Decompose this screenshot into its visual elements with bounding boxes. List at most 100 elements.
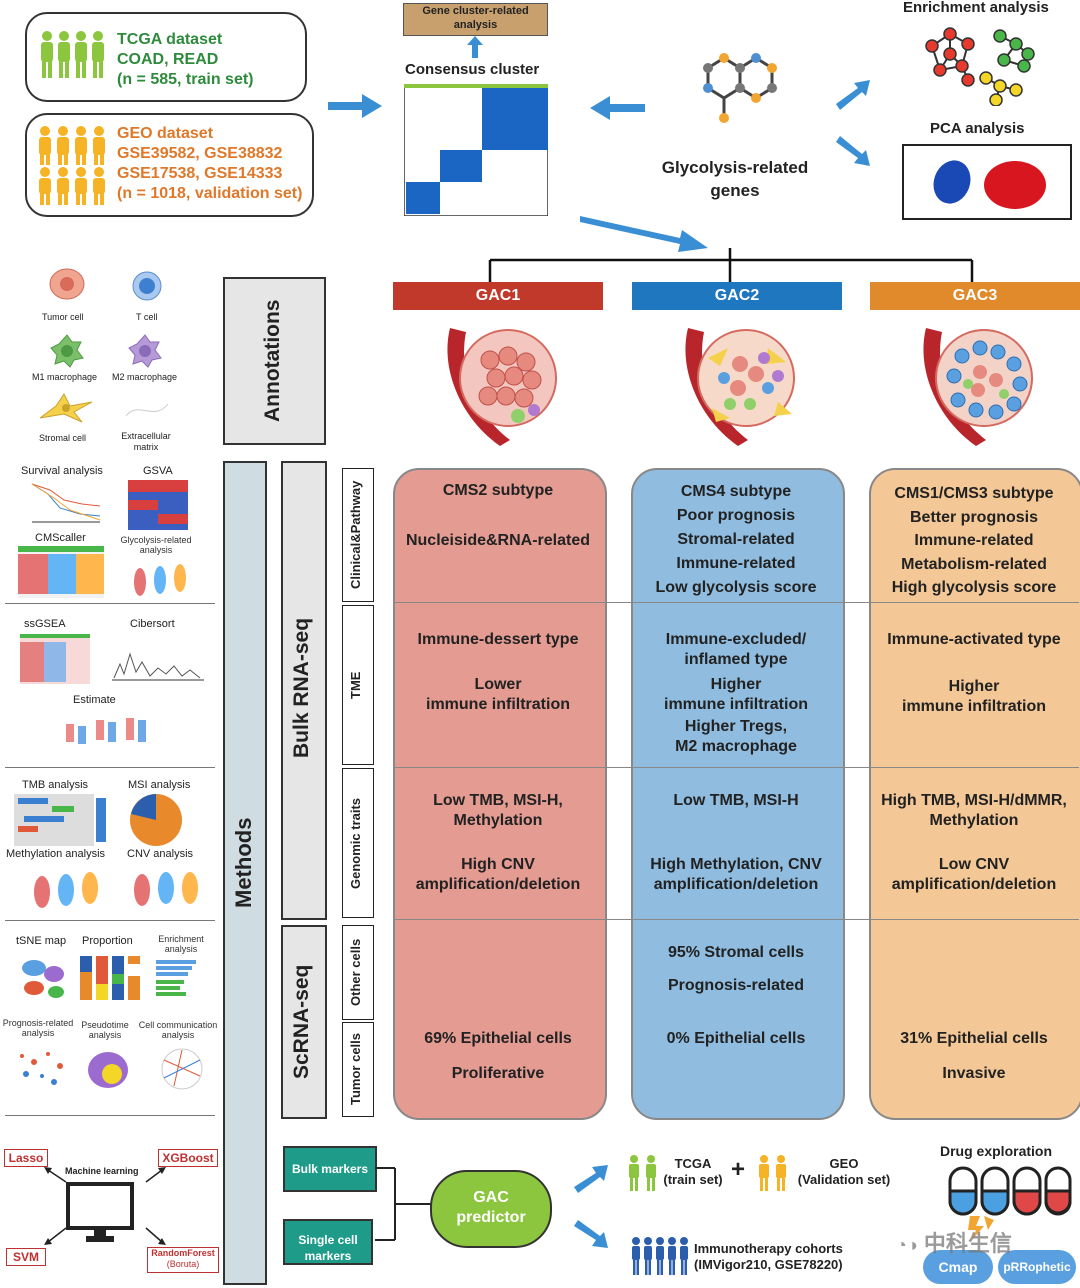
row-label-tumor: Tumor cells <box>348 1033 363 1106</box>
gac3-genomic-line: Methylation <box>929 812 1019 829</box>
network-icon <box>925 27 1035 106</box>
gac3-tumor-line: 31% Epithelial cells <box>900 1030 1048 1047</box>
rf-line2: (Boruta) <box>166 1259 200 1269</box>
gac2-tumor: 0% Epithelial cells <box>631 1028 841 1050</box>
tcga-line3: (n = 585, train set) <box>117 71 254 88</box>
gac2-tme-line: Higher Tregs, <box>684 718 788 735</box>
gac2-tme-line: Immune-excluded/ <box>665 631 807 648</box>
consensus-title: Consensus cluster <box>405 61 540 78</box>
gac3-tme-line: immune infiltration <box>902 698 1046 715</box>
prognosis-dot-thumb <box>20 1052 63 1085</box>
people-group-icon <box>632 1237 688 1275</box>
arrow-diagonal-icon <box>580 216 708 252</box>
methods-label: Methods <box>231 817 256 909</box>
gac3-tme-line: Immune-activated type <box>887 631 1061 648</box>
cell-label-ecm: Extracellular matrix <box>121 431 171 452</box>
gac1-tumor-line: Proliferative <box>451 1065 545 1082</box>
ml-center-label: Machine learning <box>65 1166 139 1176</box>
tumor-cell-icon <box>49 268 85 300</box>
divider <box>5 1115 215 1116</box>
gac3-clinical-line: Better prognosis <box>909 508 1038 526</box>
gsva-heatmap-thumb <box>128 480 188 530</box>
method-survival: Survival analysis <box>21 465 103 477</box>
arrow-down-right-icon <box>836 136 870 166</box>
cmap-label: Cmap <box>938 1259 978 1275</box>
svm-label: SVM <box>6 1248 46 1266</box>
gac2-genomic-line: Low TMB, MSI-H <box>673 792 799 809</box>
prr-label: pRRophetic <box>1003 1260 1071 1274</box>
arrow-down-right-icon <box>574 1220 608 1248</box>
gac2-clinical-line: Poor prognosis <box>676 507 796 524</box>
gac2-clinical-line: Stromal-related <box>677 531 795 548</box>
pseudotime-thumb <box>88 1052 128 1088</box>
row-genomic: Genomic traits <box>342 768 374 918</box>
row-label-clinical: Clinical&Pathway <box>348 480 363 590</box>
method-glyco-analysis: Glycolysis-related analysis <box>120 535 192 555</box>
gac1-clinical-line: Nucleiside&RNA-related <box>405 532 591 549</box>
divider <box>393 919 1079 920</box>
geo-line4: (n = 1018, validation set) <box>117 185 303 202</box>
geo-validation: GEO (Validation set) <box>790 1156 898 1188</box>
cmscaller-thumb <box>18 546 104 598</box>
gac1-genomic-line: amplification/deletion <box>415 876 581 893</box>
single-markers-label: Single cell markers <box>298 1233 358 1263</box>
gac1-genomic-line: Methylation <box>453 812 543 829</box>
gac1-panel <box>393 468 607 1120</box>
scrna-box: ScRNA-seq <box>281 925 327 1119</box>
gene-cluster-box: Gene cluster-related analysis <box>403 3 548 36</box>
geo-line2: GSE39582, GSE38832 <box>117 145 283 162</box>
gac1-clinical: CMS2 subtype Nucleiside&RNA-related <box>393 480 603 552</box>
gac2-genomic-line: High Methylation, CNV <box>650 856 822 873</box>
matrix-icon <box>125 403 169 417</box>
pca-plot <box>902 144 1072 220</box>
immuno-line2: (IMVigor210, GSE78220) <box>694 1257 843 1272</box>
arrow-up-right-icon <box>574 1165 608 1193</box>
gac3-genomic: High TMB, MSI-H/dMMR, Methylation Low CN… <box>869 791 1079 895</box>
geo-validation-line2: (Validation set) <box>797 1172 891 1187</box>
gac2-tumor-line: 0% Epithelial cells <box>666 1030 806 1047</box>
method-ssgsea: ssGSEA <box>24 618 66 630</box>
methods-box: Methods <box>223 461 267 1285</box>
gac2-clinical-line: Immune-related <box>676 555 796 572</box>
gac2-tme: Immune-excluded/ inflamed type Higher im… <box>631 630 841 757</box>
geo-line3: GSE17538, GSE14333 <box>117 165 283 182</box>
method-cmscaller: CMScaller <box>35 532 86 544</box>
method-msi: MSI analysis <box>128 779 191 791</box>
divider <box>393 602 1079 603</box>
tsne-thumb <box>22 960 64 998</box>
gac1-tme-line: Immune-dessert type <box>417 631 579 648</box>
gene-cluster-label: Gene cluster-related analysis <box>422 5 529 31</box>
ssgsea-heatmap-thumb <box>20 634 90 684</box>
row-label-other: Other cells <box>348 938 363 1006</box>
bracket-connector <box>375 1167 431 1241</box>
computer-monitor-icon <box>66 1182 134 1242</box>
tcga-line2: COAD, READ <box>117 51 219 68</box>
gac3-genomic-line: amplification/deletion <box>891 876 1057 893</box>
row-tumor: Tumor cells <box>342 1022 374 1117</box>
prrophetic-badge: pRRophetic <box>998 1250 1076 1284</box>
gac3-title: GAC3 <box>952 287 998 304</box>
gac1-genomic-line: High CNV <box>461 856 535 873</box>
survival-plot-thumb <box>31 483 101 523</box>
method-estimate: Estimate <box>73 694 116 706</box>
method-pseudotime: Pseudotime analysis <box>81 1020 129 1040</box>
geo-line1: GEO dataset <box>117 125 214 142</box>
gac2-clinical-line: CMS4 subtype <box>680 483 792 500</box>
tree-connector <box>488 248 974 282</box>
gac3-clinical: CMS1/CMS3 subtype Better prognosis Immun… <box>869 482 1079 600</box>
arrow-up-icon <box>467 36 483 58</box>
geo-dataset-box: GEO dataset GSE39582, GSE38832 GSE17538,… <box>25 113 314 217</box>
method-tmb: TMB analysis <box>22 779 89 791</box>
tumor-illustration-gac1 <box>447 328 557 446</box>
method-gsva: GSVA <box>143 465 173 477</box>
cell-label-m1: M1 macrophage <box>32 372 98 382</box>
method-cibersort: Cibersort <box>130 618 175 630</box>
method-enrichment: Enrichment analysis <box>158 934 204 954</box>
bulk-box: Bulk RNA-seq <box>281 461 327 920</box>
stromal-cell-icon <box>39 393 93 423</box>
glyco-violin-thumb <box>134 564 186 596</box>
drug-title: Drug exploration <box>940 1143 1053 1159</box>
gac2-panel <box>631 468 845 1120</box>
method-proportion: Proportion <box>82 935 133 947</box>
cmap-badge: Cmap <box>923 1250 993 1284</box>
